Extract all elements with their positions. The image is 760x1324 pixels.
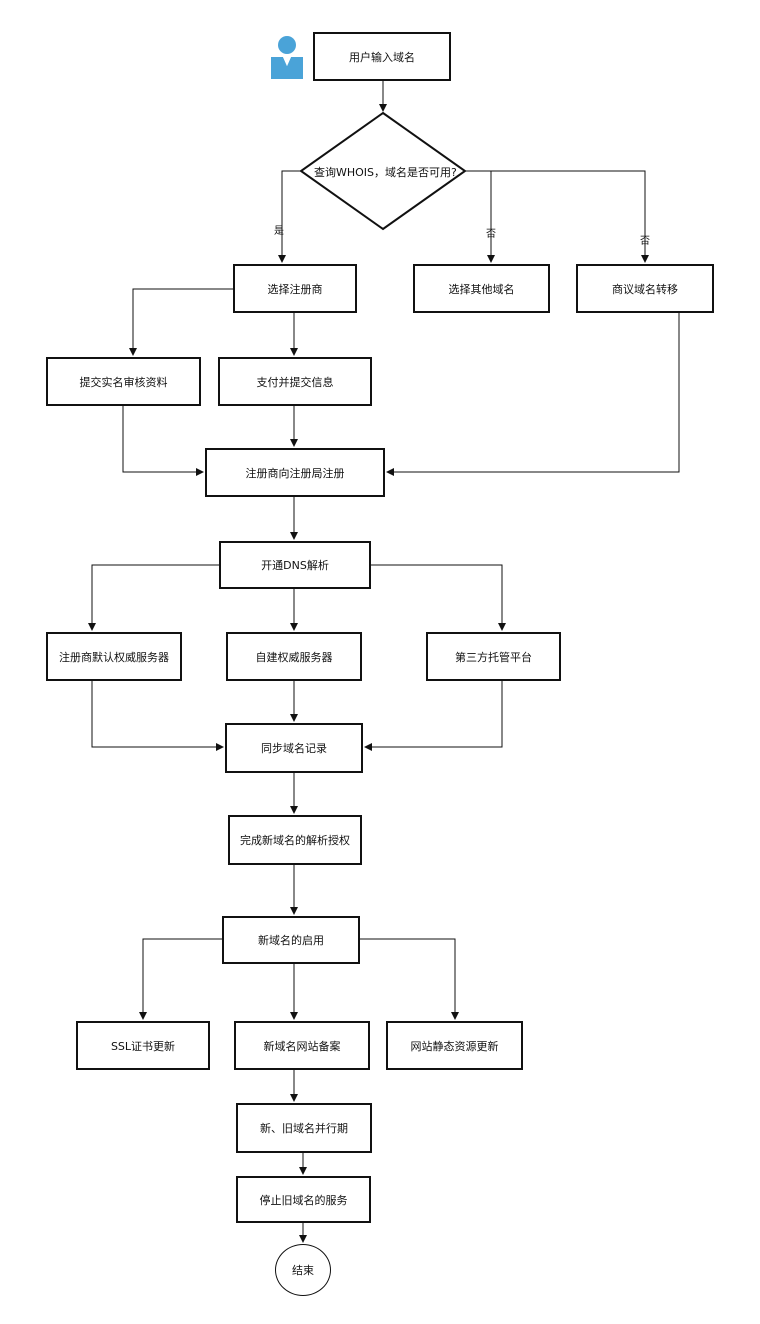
start-box: 用户输入域名 (313, 32, 451, 81)
default-dns-box: 注册商默认权威服务器 (46, 632, 182, 681)
negotiate-transfer-label: 商议域名转移 (612, 282, 678, 296)
complete-auth-box: 完成新域名的解析授权 (228, 815, 362, 865)
pay-submit-box: 支付并提交信息 (218, 357, 372, 406)
start-label: 用户输入域名 (349, 50, 415, 64)
icp-filing-box: 新域名网站备案 (234, 1021, 370, 1070)
user-icon (271, 36, 303, 79)
submit-realname-label: 提交实名审核资料 (79, 375, 168, 389)
select-registrar-label: 选择注册商 (267, 282, 323, 296)
static-update-box: 网站静态资源更新 (386, 1021, 523, 1070)
decision-text: 查询WHOIS，域名是否可用? (314, 166, 457, 179)
end-label: 结束 (292, 1264, 314, 1277)
complete-auth-label: 完成新域名的解析授权 (240, 834, 350, 847)
end-circle: 结束 (275, 1244, 331, 1296)
select-other-domain-label: 选择其他域名 (448, 282, 515, 296)
negotiate-transfer-box: 商议域名转移 (576, 264, 714, 313)
self-dns-label: 自建权威服务器 (255, 650, 333, 664)
submit-realname-box: 提交实名审核资料 (46, 357, 201, 406)
sync-records-box: 同步域名记录 (225, 723, 363, 773)
ssl-update-label: SSL证书更新 (110, 1039, 176, 1053)
sync-records-label: 同步域名记录 (261, 742, 327, 755)
decision-diamond (299, 111, 467, 231)
default-dns-label: 注册商默认权威服务器 (59, 650, 169, 664)
enable-domain-label: 新域名的启用 (258, 934, 324, 947)
ssl-update-box: SSL证书更新 (76, 1021, 210, 1070)
enable-dns-label: 开通DNS解析 (261, 559, 329, 572)
parallel-period-label: 新、旧域名并行期 (260, 1122, 348, 1135)
edge-label-yes: 是 (274, 226, 284, 237)
select-registrar-box: 选择注册商 (233, 264, 357, 313)
edge-label-no-transfer: 否 (640, 236, 650, 247)
third-party-label: 第三方托管平台 (455, 650, 532, 664)
stop-old-box: 停止旧域名的服务 (236, 1176, 371, 1223)
stop-old-label: 停止旧域名的服务 (259, 1193, 348, 1207)
edge-label-no-other: 否 (486, 229, 496, 240)
enable-dns-box: 开通DNS解析 (219, 541, 371, 589)
icp-filing-label: 新域名网站备案 (263, 1039, 341, 1053)
pay-submit-label: 支付并提交信息 (256, 375, 334, 389)
select-other-domain-box: 选择其他域名 (413, 264, 550, 313)
self-dns-box: 自建权威服务器 (226, 632, 362, 681)
parallel-period-box: 新、旧域名并行期 (236, 1103, 372, 1153)
registrar-register-box: 注册商向注册局注册 (205, 448, 385, 497)
static-update-label: 网站静态资源更新 (410, 1039, 499, 1053)
third-party-box: 第三方托管平台 (426, 632, 561, 681)
registrar-register-label: 注册商向注册局注册 (245, 466, 345, 480)
enable-domain-box: 新域名的启用 (222, 916, 360, 964)
